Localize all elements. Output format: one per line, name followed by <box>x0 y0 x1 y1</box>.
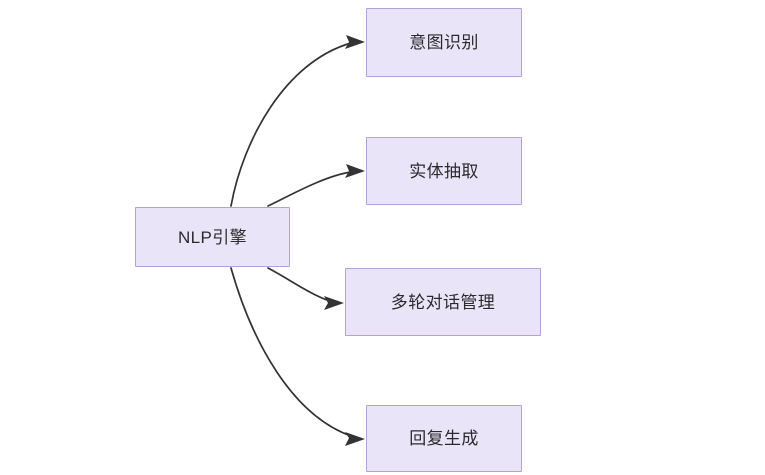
edge-path-response <box>230 267 352 437</box>
edge-nlp-engine-to-entity-extraction <box>267 164 365 207</box>
edge-path-entity <box>267 171 352 207</box>
node-label-intent-recognition: 意图识别 <box>409 33 479 52</box>
arrowhead-dialog <box>324 296 344 310</box>
edge-nlp-engine-to-intent-recognition <box>230 35 365 207</box>
node-response-generation[interactable]: 回复生成 <box>366 405 522 472</box>
edge-path-dialog <box>267 267 331 302</box>
node-label-response-generation: 回复生成 <box>409 429 479 448</box>
edge-nlp-engine-to-dialog-management <box>267 267 344 310</box>
node-entity-extraction[interactable]: 实体抽取 <box>366 137 522 205</box>
arrowhead-response <box>345 432 365 446</box>
node-label-multi-turn-dialog-management: 多轮对话管理 <box>390 292 496 312</box>
edge-path-intent <box>230 42 352 207</box>
node-intent-recognition[interactable]: 意图识别 <box>366 8 522 77</box>
node-multi-turn-dialog-management[interactable]: 多轮对话管理 <box>345 268 541 336</box>
arrowhead-intent <box>345 35 365 49</box>
node-nlp-engine[interactable]: NLP引擎 <box>135 207 290 267</box>
arrowhead-entity <box>345 164 365 178</box>
node-label-nlp-engine: NLP引擎 <box>177 227 248 247</box>
node-label-entity-extraction: 实体抽取 <box>409 161 479 181</box>
